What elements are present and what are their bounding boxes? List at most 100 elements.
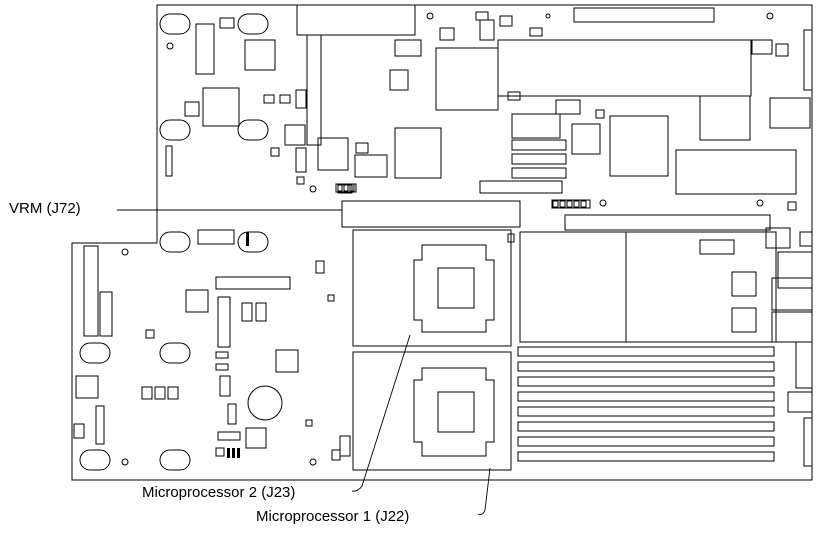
component (219, 375, 231, 397)
component (479, 19, 495, 41)
component (573, 200, 580, 208)
connector (479, 180, 563, 194)
microprocessor-1-leader-line (477, 467, 491, 515)
component (237, 448, 240, 458)
component (566, 200, 573, 208)
component (499, 15, 513, 27)
mounting-slot (159, 13, 191, 35)
component (775, 43, 789, 57)
component (219, 17, 235, 29)
mounting-slot (237, 231, 269, 253)
connector (296, 4, 416, 36)
mounting-hole (426, 12, 434, 20)
mounting-slot (159, 119, 191, 141)
component (355, 142, 369, 154)
heatsink (497, 39, 752, 97)
connector (573, 7, 715, 23)
component (354, 154, 388, 178)
component (699, 95, 751, 141)
connector (777, 251, 813, 289)
dimm-slot (517, 451, 775, 462)
connector (795, 341, 813, 389)
cpu-retention-frame (413, 367, 495, 457)
component (215, 276, 291, 290)
component (394, 127, 442, 179)
vrm-label: VRM (J72) (9, 200, 81, 217)
component (552, 200, 559, 208)
component (511, 139, 567, 151)
component (270, 147, 280, 157)
dimm-slot (517, 406, 775, 417)
component (73, 423, 85, 439)
component (571, 123, 601, 155)
mounting-hole (121, 458, 129, 466)
component (217, 296, 231, 348)
component (154, 386, 166, 400)
connector (771, 277, 813, 311)
component (439, 27, 455, 41)
component (215, 363, 229, 371)
cpu-die (437, 391, 475, 433)
mounting-slot (159, 342, 191, 364)
connector (803, 29, 813, 91)
component (141, 386, 153, 400)
dimm-slot (517, 436, 775, 447)
component (295, 89, 307, 109)
mounting-hole (599, 199, 607, 207)
mounting-hole (121, 248, 129, 256)
component (227, 403, 237, 425)
component (389, 69, 409, 91)
component (339, 435, 351, 457)
component (305, 419, 313, 427)
component (475, 11, 489, 21)
component (279, 94, 291, 104)
component (215, 447, 225, 457)
mounting-slot (159, 449, 191, 471)
dimm-slot (517, 421, 775, 432)
mounting-hole (756, 199, 764, 207)
component (675, 149, 797, 195)
component (315, 260, 325, 274)
component (609, 115, 669, 177)
component (246, 232, 249, 246)
component (284, 124, 306, 146)
connector (306, 34, 322, 146)
mounting-hole (309, 458, 317, 466)
microprocessor-2-socket (352, 229, 512, 347)
connector (99, 291, 113, 337)
component (799, 231, 813, 247)
component (95, 405, 105, 445)
component (296, 176, 305, 185)
component (275, 349, 299, 373)
component (559, 200, 566, 208)
component (507, 91, 521, 101)
component (245, 427, 267, 449)
battery (247, 385, 283, 421)
component (241, 302, 253, 322)
connector (787, 391, 813, 413)
component (511, 153, 567, 165)
component (529, 27, 543, 37)
component (227, 448, 230, 458)
dimm-slot (517, 361, 775, 372)
component (731, 307, 757, 333)
component (731, 271, 757, 297)
component (317, 137, 349, 171)
component (232, 448, 235, 458)
component (699, 239, 735, 255)
component (580, 200, 587, 208)
component (197, 229, 235, 245)
component (625, 231, 777, 343)
component (751, 39, 773, 55)
dimm-slot (517, 346, 775, 357)
component (555, 99, 581, 115)
cpu-die (437, 267, 475, 309)
mounting-slot (237, 13, 269, 35)
component (327, 294, 335, 302)
mounting-slot (79, 449, 111, 471)
component (337, 183, 343, 192)
mounting-slot (79, 342, 111, 364)
component (195, 23, 215, 75)
component (511, 167, 567, 179)
component (343, 183, 349, 192)
